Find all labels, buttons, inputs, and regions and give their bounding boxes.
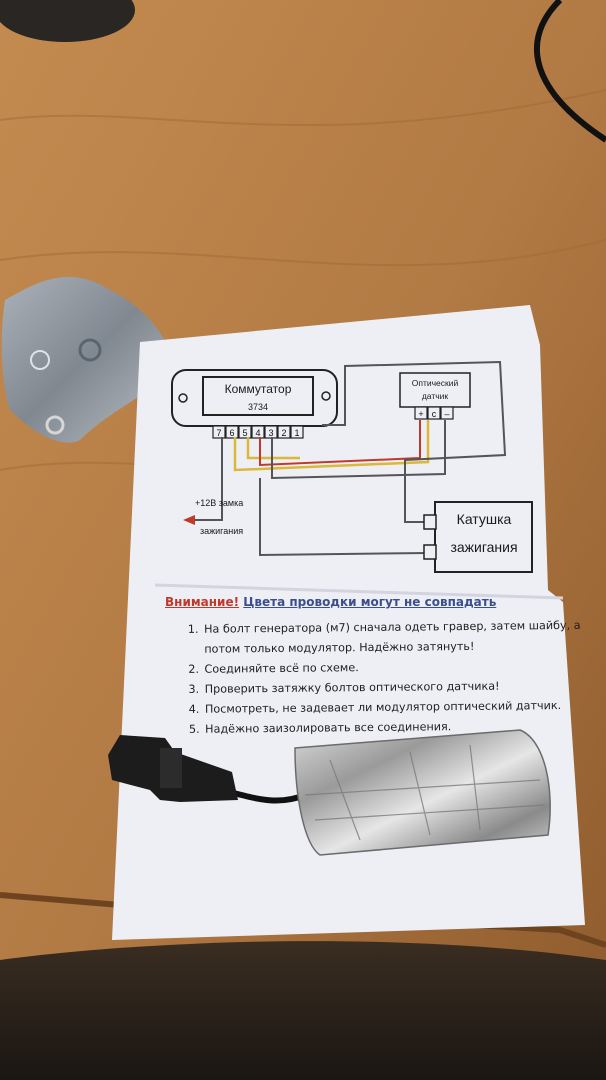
warning-prefix: Внимание! (165, 595, 240, 609)
pin-box (290, 425, 304, 439)
foil-creases (304, 744, 546, 841)
plug-latch (160, 748, 182, 788)
instruction-item: На болт генератора (м7) сначала одеть гр… (202, 616, 606, 660)
coil-terminal (423, 544, 437, 560)
sensor-pin-label: + (418, 409, 423, 419)
commutator-label-box (202, 376, 314, 416)
pin-box (225, 425, 239, 439)
sensor-pins: + c– (414, 406, 454, 420)
pin-label: 6 (229, 428, 234, 438)
sheet-fold (154, 583, 564, 600)
pin-label: 5 (242, 428, 247, 438)
wire-yellow-2 (246, 437, 300, 460)
instruction-item: Надёжно заизолировать все соединения. (203, 716, 606, 740)
ignition-label: зажигания (200, 526, 243, 536)
mount-hole-left (178, 393, 188, 403)
wire-ignition-arrow (183, 515, 195, 525)
pin-label: 4 (255, 428, 260, 438)
bolt-washer (45, 415, 65, 435)
pin-label: 2 (281, 428, 286, 438)
bolt-washer (30, 350, 50, 370)
commutator-title: Коммутатор (225, 382, 292, 396)
sensor-pin-label: – (444, 409, 449, 419)
pin-box (212, 425, 226, 439)
sensor-label: датчик (422, 391, 449, 401)
commutator-model: 3734 (248, 402, 268, 412)
bolt-washer (78, 338, 102, 362)
pin-label: 3 (268, 428, 273, 438)
pin-box (277, 425, 291, 439)
coil-label: зажигания (450, 539, 517, 555)
wire-gray-sensor (271, 420, 446, 480)
pin-box (238, 425, 252, 439)
pin-label: 7 (216, 428, 221, 438)
ignition-label: +12В замка (195, 498, 243, 508)
wire-yellow-1 (233, 420, 430, 472)
cable-top-right (534, 0, 606, 143)
sensor-pin-box (414, 406, 428, 420)
coil-box (434, 501, 533, 573)
mount-hole-right (321, 391, 331, 401)
sensor-pin-label: c (432, 409, 437, 419)
wire-gray-top (322, 360, 507, 523)
foil-module (294, 729, 551, 856)
pin-label: 1 (294, 428, 299, 438)
floor-shadow (0, 941, 606, 1080)
instruction-item: Посмотреть, не задевает ли модулятор опт… (203, 696, 606, 720)
warning-text: Цвета проводки могут не совпадать (243, 595, 497, 609)
sensor-pin-box (440, 406, 454, 420)
coil-terminal (423, 514, 437, 530)
warning-line: Внимание! Цвета проводки могут не совпад… (165, 595, 496, 609)
pin-box (251, 425, 265, 439)
wire-red (259, 420, 421, 467)
wire-ignition (190, 437, 223, 521)
dark-object (0, 0, 135, 42)
sensor-label: Оптический (412, 378, 459, 388)
instruction-list: На болт генератора (м7) сначала одеть гр… (180, 616, 606, 740)
sensor-pin-box (427, 406, 441, 420)
wire-gray-coil (259, 478, 429, 557)
coil-label: Катушка (457, 511, 512, 527)
